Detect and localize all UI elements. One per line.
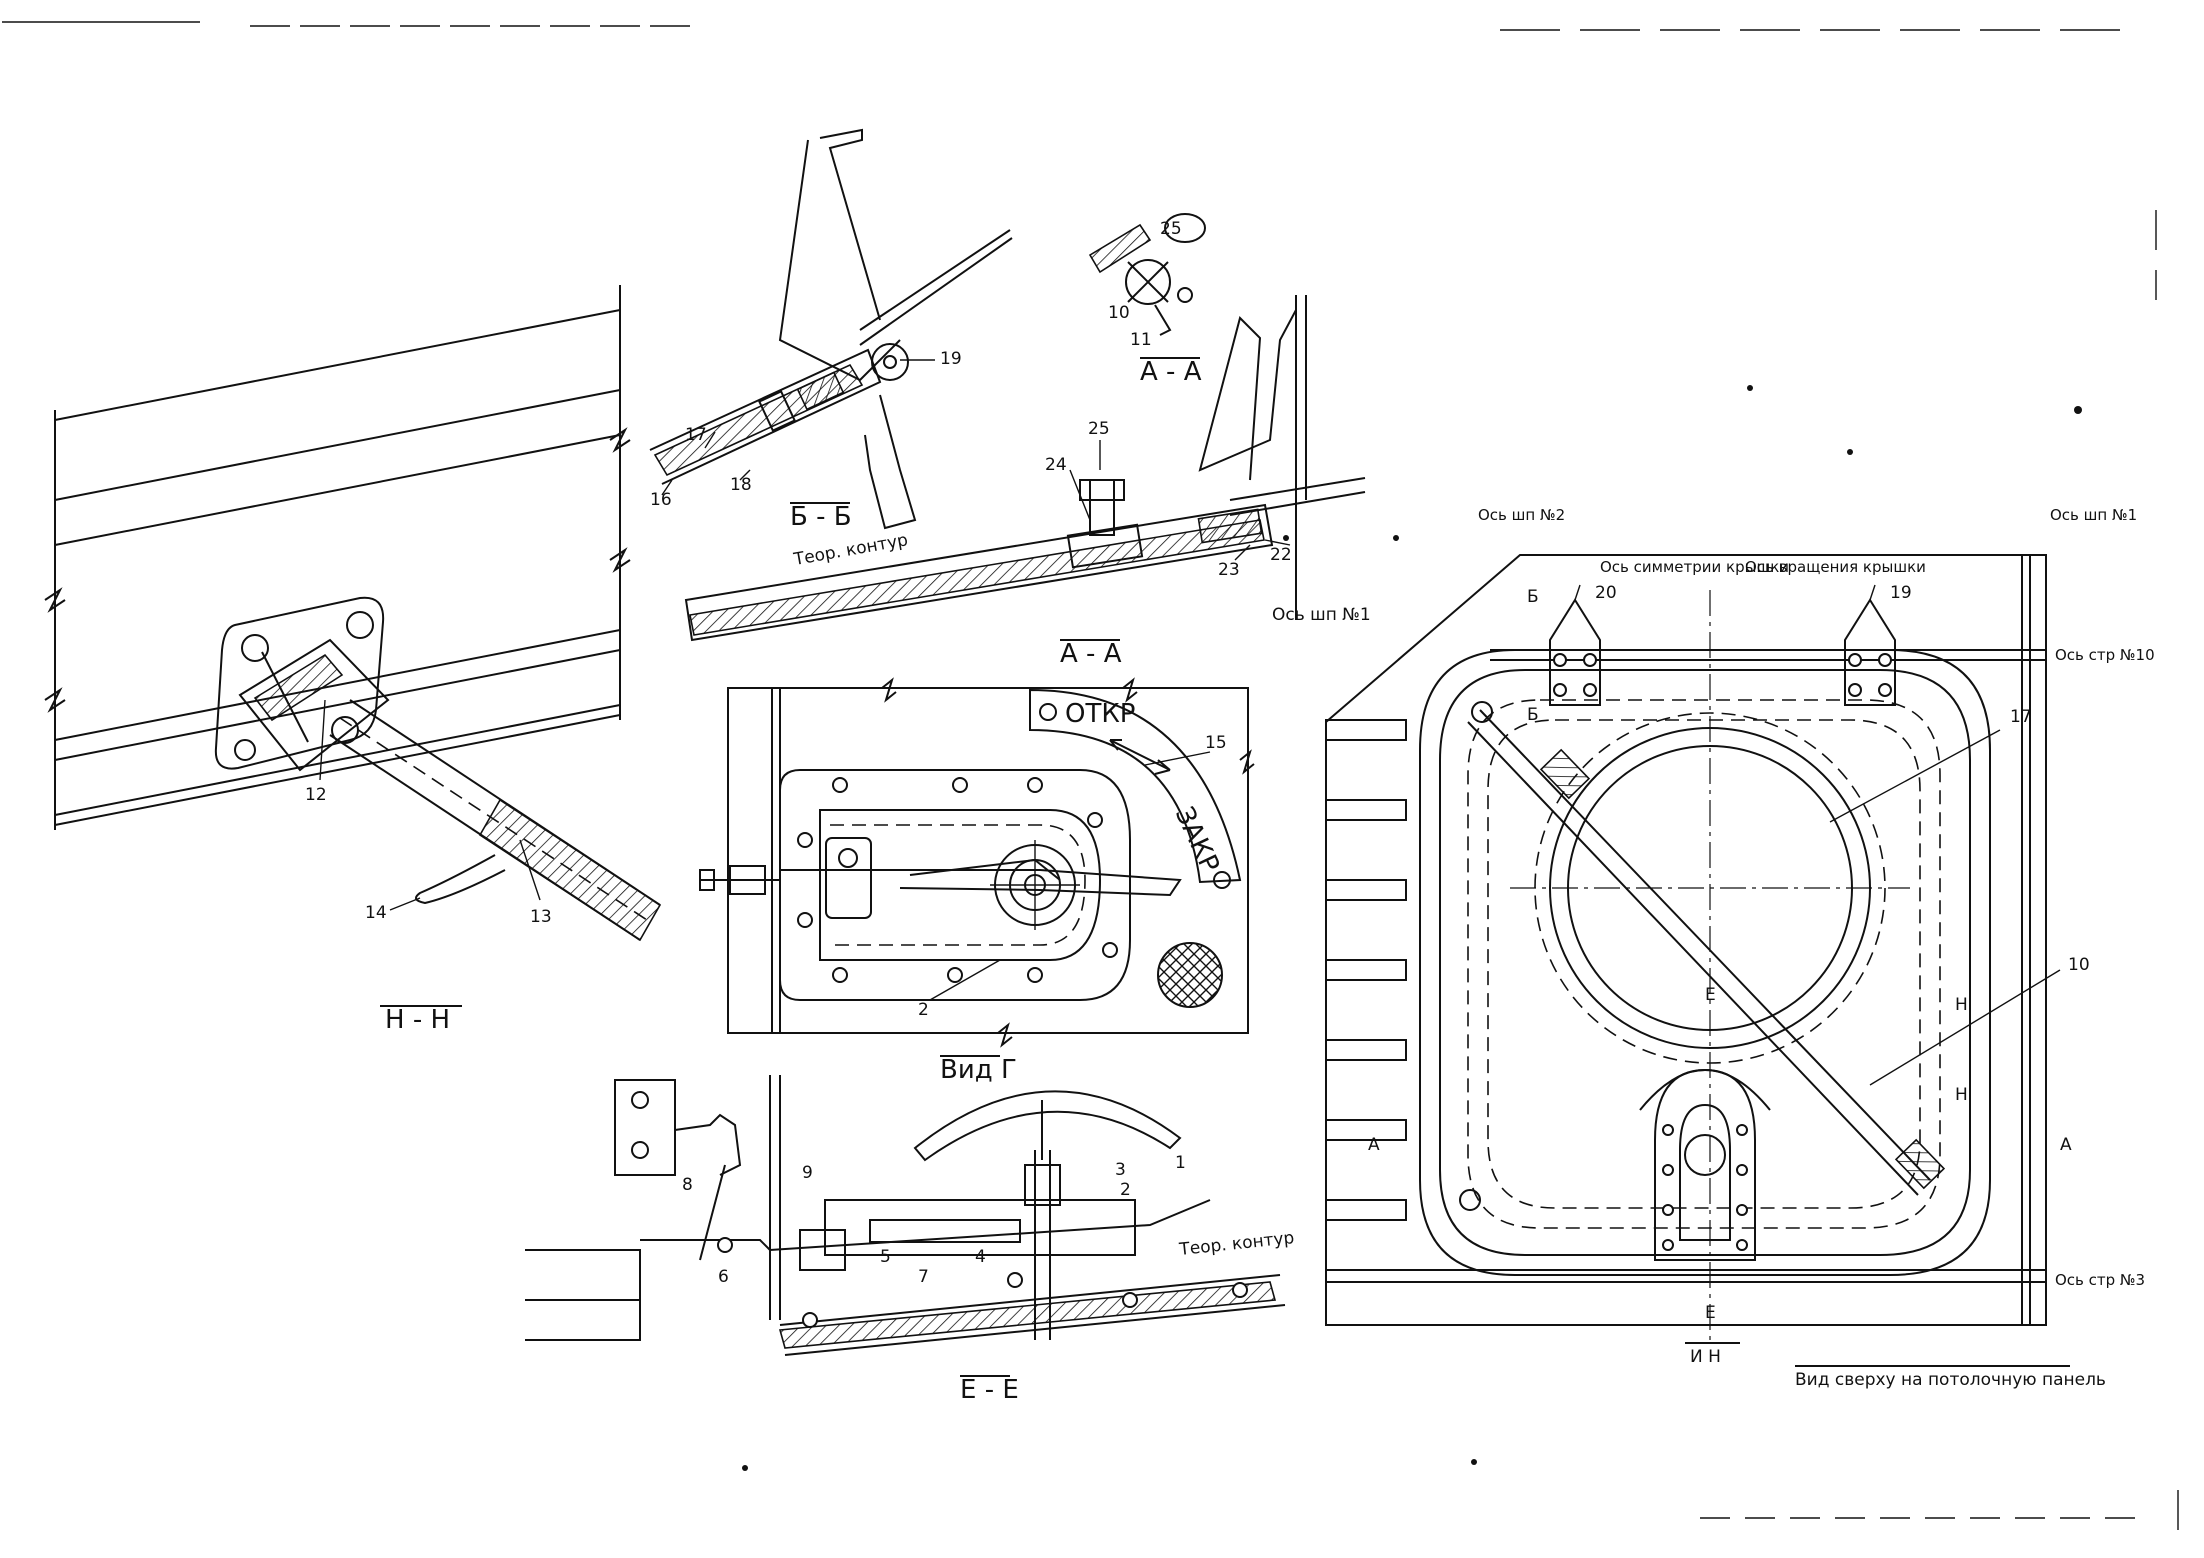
dial-close-label: ЗАКР: [1169, 802, 1225, 877]
cut-b-bottom-label: Б: [1527, 705, 1539, 725]
section-bb: 19 17 18 16 Б - Б: [649, 128, 1013, 532]
section-ee: 1 2 3 4 5 6 7 8 9 Теор. контур Е - Е: [525, 1075, 1295, 1405]
part-12-label: 12: [305, 785, 327, 805]
axis-shp1-aa-label: Ось шп №1: [1272, 605, 1371, 625]
cut-a-right-label: А: [2060, 1135, 2072, 1155]
part-14-label: 14: [365, 903, 387, 923]
part-2-view-label: 2: [918, 1000, 929, 1020]
cut-h-bottom-label: Н: [1955, 1085, 1968, 1105]
part-23-label: 23: [1218, 560, 1240, 580]
view-g-title: Вид Г: [940, 1055, 1017, 1085]
main-view: 17 10 20 19 Ось симметрии крышки Ось вра…: [1325, 506, 2155, 1390]
part-9-label: 9: [802, 1163, 813, 1183]
dial-open-label: ОТКР: [1065, 699, 1135, 729]
part-1-label: 1: [1175, 1153, 1186, 1173]
part-17-main-label: 17: [2010, 707, 2032, 727]
cut-a-left-label: А: [1368, 1135, 1380, 1155]
cut-e-top-label: Е: [1705, 985, 1716, 1005]
section-hh: 12 13 14 Н - Н: [44, 285, 662, 1035]
axis-shp2-label: Ось шп №2: [1478, 506, 1565, 524]
part-10-small-label: 10: [1108, 303, 1130, 323]
main-view-title: Вид сверху на потолочную панель: [1795, 1370, 2106, 1390]
part-15-label: 15: [1205, 733, 1227, 753]
axis-str10-label: Ось стр №10: [2055, 646, 2155, 664]
part-16-label: 16: [650, 490, 672, 510]
part-17-label: 17: [685, 425, 707, 445]
part-25-label: 25: [1088, 419, 1110, 439]
contour-aa-label: Теор. контур: [791, 530, 909, 570]
section-aa-title: А - А: [1060, 639, 1122, 669]
contour-ee-label: Теор. контур: [1177, 1228, 1295, 1260]
main-ih-label: И Н: [1690, 1347, 1721, 1367]
part-10-main-label: 10: [2068, 955, 2090, 975]
section-aa-small: 25 10 11 А - А: [1088, 213, 1206, 387]
part-3-label: 3: [1115, 1160, 1126, 1180]
part-8-label: 8: [682, 1175, 693, 1195]
section-bb-title: Б - Б: [790, 502, 852, 532]
part-7-label: 7: [918, 1267, 929, 1287]
part-11-small-label: 11: [1130, 330, 1152, 350]
view-g: ОТКР ЗАКР 15 2 Вид Г: [699, 677, 1255, 1085]
part-13-label: 13: [530, 907, 552, 927]
cut-e-bottom-label: Е: [1705, 1303, 1716, 1323]
part-6-label: 6: [718, 1267, 729, 1287]
section-ee-title: Е - Е: [960, 1375, 1019, 1405]
part-22-label: 22: [1270, 545, 1292, 565]
part-24-label: 24: [1045, 455, 1067, 475]
part-4-label: 4: [975, 1247, 986, 1267]
axis-symmetry-label: Ось симметрии крышки: [1600, 558, 1789, 576]
part-19-main-label: 19: [1890, 583, 1912, 603]
part-5-label: 5: [880, 1247, 891, 1267]
part-18-label: 18: [730, 475, 752, 495]
section-hh-title: Н - Н: [385, 1005, 450, 1035]
cut-h-top-label: Н: [1955, 995, 1968, 1015]
axis-rotation-label: Ось вращения крышки: [1745, 558, 1926, 576]
axis-shp1-label: Ось шп №1: [2050, 506, 2137, 524]
part-25-small-label: 25: [1160, 219, 1182, 239]
cut-b-top-label: Б: [1527, 587, 1539, 607]
section-aa: 25 24 23 22 Теор. контур Ось шп №1 А - А: [684, 295, 1371, 669]
part-19-label: 19: [940, 349, 962, 369]
part-2-label: 2: [1120, 1180, 1131, 1200]
axis-str3-label: Ось стр №3: [2055, 1271, 2145, 1289]
section-aa-small-title: А - А: [1140, 357, 1202, 387]
part-20-label: 20: [1595, 583, 1617, 603]
scan-marks: [2, 21, 2179, 1530]
